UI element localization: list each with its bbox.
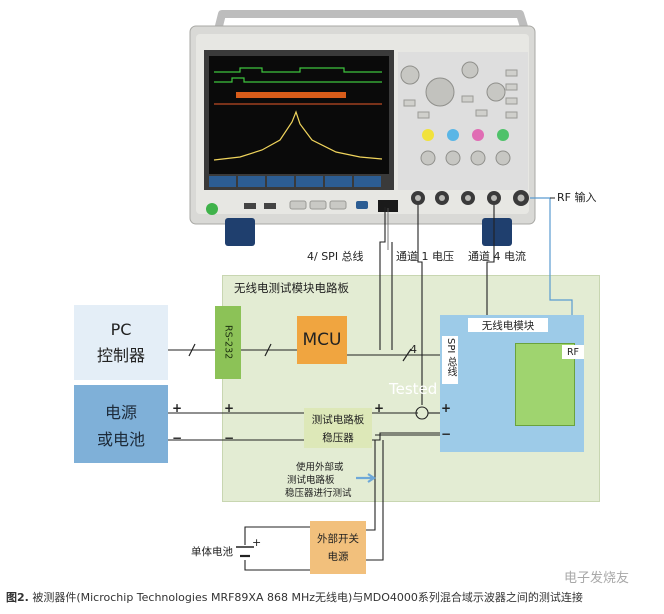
watermark: 电子发烧友 bbox=[564, 571, 630, 586]
rs232-block: RS-232 bbox=[215, 306, 241, 379]
ext-switch-label-2: 电源 bbox=[327, 551, 349, 563]
caption-prefix: 图2. bbox=[6, 591, 29, 604]
minus-sign-module: − bbox=[441, 427, 452, 441]
plus-sign-battery: + bbox=[252, 536, 262, 549]
minus-sign-board: − bbox=[224, 431, 235, 445]
pc-controller-box: PC 控制器 bbox=[74, 305, 168, 380]
pc-label: PC bbox=[110, 319, 132, 339]
mcu-block: MCU bbox=[297, 316, 347, 364]
test-note-3: 稳压器进行测试 bbox=[285, 488, 352, 499]
figure-caption: 图2. 被测器件(Microchip Technologies MRF89XA … bbox=[6, 589, 583, 605]
mcu-label: MCU bbox=[302, 330, 342, 350]
wireless-module-label-box: 无线电模块 bbox=[468, 318, 548, 332]
regulator-label-1: 测试电路板 bbox=[311, 413, 365, 426]
spi-bus-label: 4/ SPI 总线 bbox=[307, 250, 364, 263]
arrow-right-icon bbox=[356, 473, 376, 483]
battery-icon bbox=[236, 546, 254, 558]
rf-label-box: RF bbox=[562, 345, 584, 359]
power-label: 电源 bbox=[104, 402, 137, 422]
power-supply-box: 电源 或电池 bbox=[74, 385, 168, 463]
regulator-label-2: 稳压器 bbox=[322, 431, 354, 444]
plus-sign-board: + bbox=[224, 401, 235, 415]
plus-sign-power: + bbox=[172, 401, 183, 415]
test-note-2: 测试电路板 bbox=[287, 475, 335, 486]
test-note-1: 使用外部或 bbox=[296, 462, 344, 473]
controller-label: 控制器 bbox=[96, 345, 145, 365]
tested-text: Tested bbox=[389, 380, 438, 398]
test-board-label: 无线电测试模块电路板 bbox=[234, 281, 349, 295]
external-switch-supply: 外部开关 电源 bbox=[310, 521, 366, 574]
rs232-label: RS-232 bbox=[222, 325, 234, 360]
ammeter-icon bbox=[415, 406, 429, 420]
ext-switch-label-1: 外部开关 bbox=[317, 533, 359, 545]
wireless-module-label: 无线电模块 bbox=[481, 319, 535, 332]
minus-sign-power: − bbox=[172, 431, 183, 445]
channel-4-current-label: 通道 4 电流 bbox=[468, 250, 526, 263]
spi-bus-label-box: SPI 总线 bbox=[442, 336, 458, 384]
rf-label: RF bbox=[566, 346, 580, 358]
single-cell-label: 单体电池 bbox=[191, 546, 233, 558]
plus-sign-reg: + bbox=[374, 401, 385, 415]
channel-1-voltage-label: 通道 1 电压 bbox=[396, 250, 454, 263]
bus-width-label: 4 bbox=[410, 343, 417, 356]
regulator-block: 测试电路板 稳压器 bbox=[304, 408, 372, 448]
battery-label: 或电池 bbox=[96, 429, 145, 449]
spi-bus-vertical-label: SPI 总线 bbox=[445, 338, 456, 377]
rf-input-label: RF 输入 bbox=[557, 191, 597, 204]
plus-sign-module: + bbox=[441, 401, 452, 415]
caption-text: 被测器件(Microchip Technologies MRF89XA 868 … bbox=[28, 591, 583, 604]
